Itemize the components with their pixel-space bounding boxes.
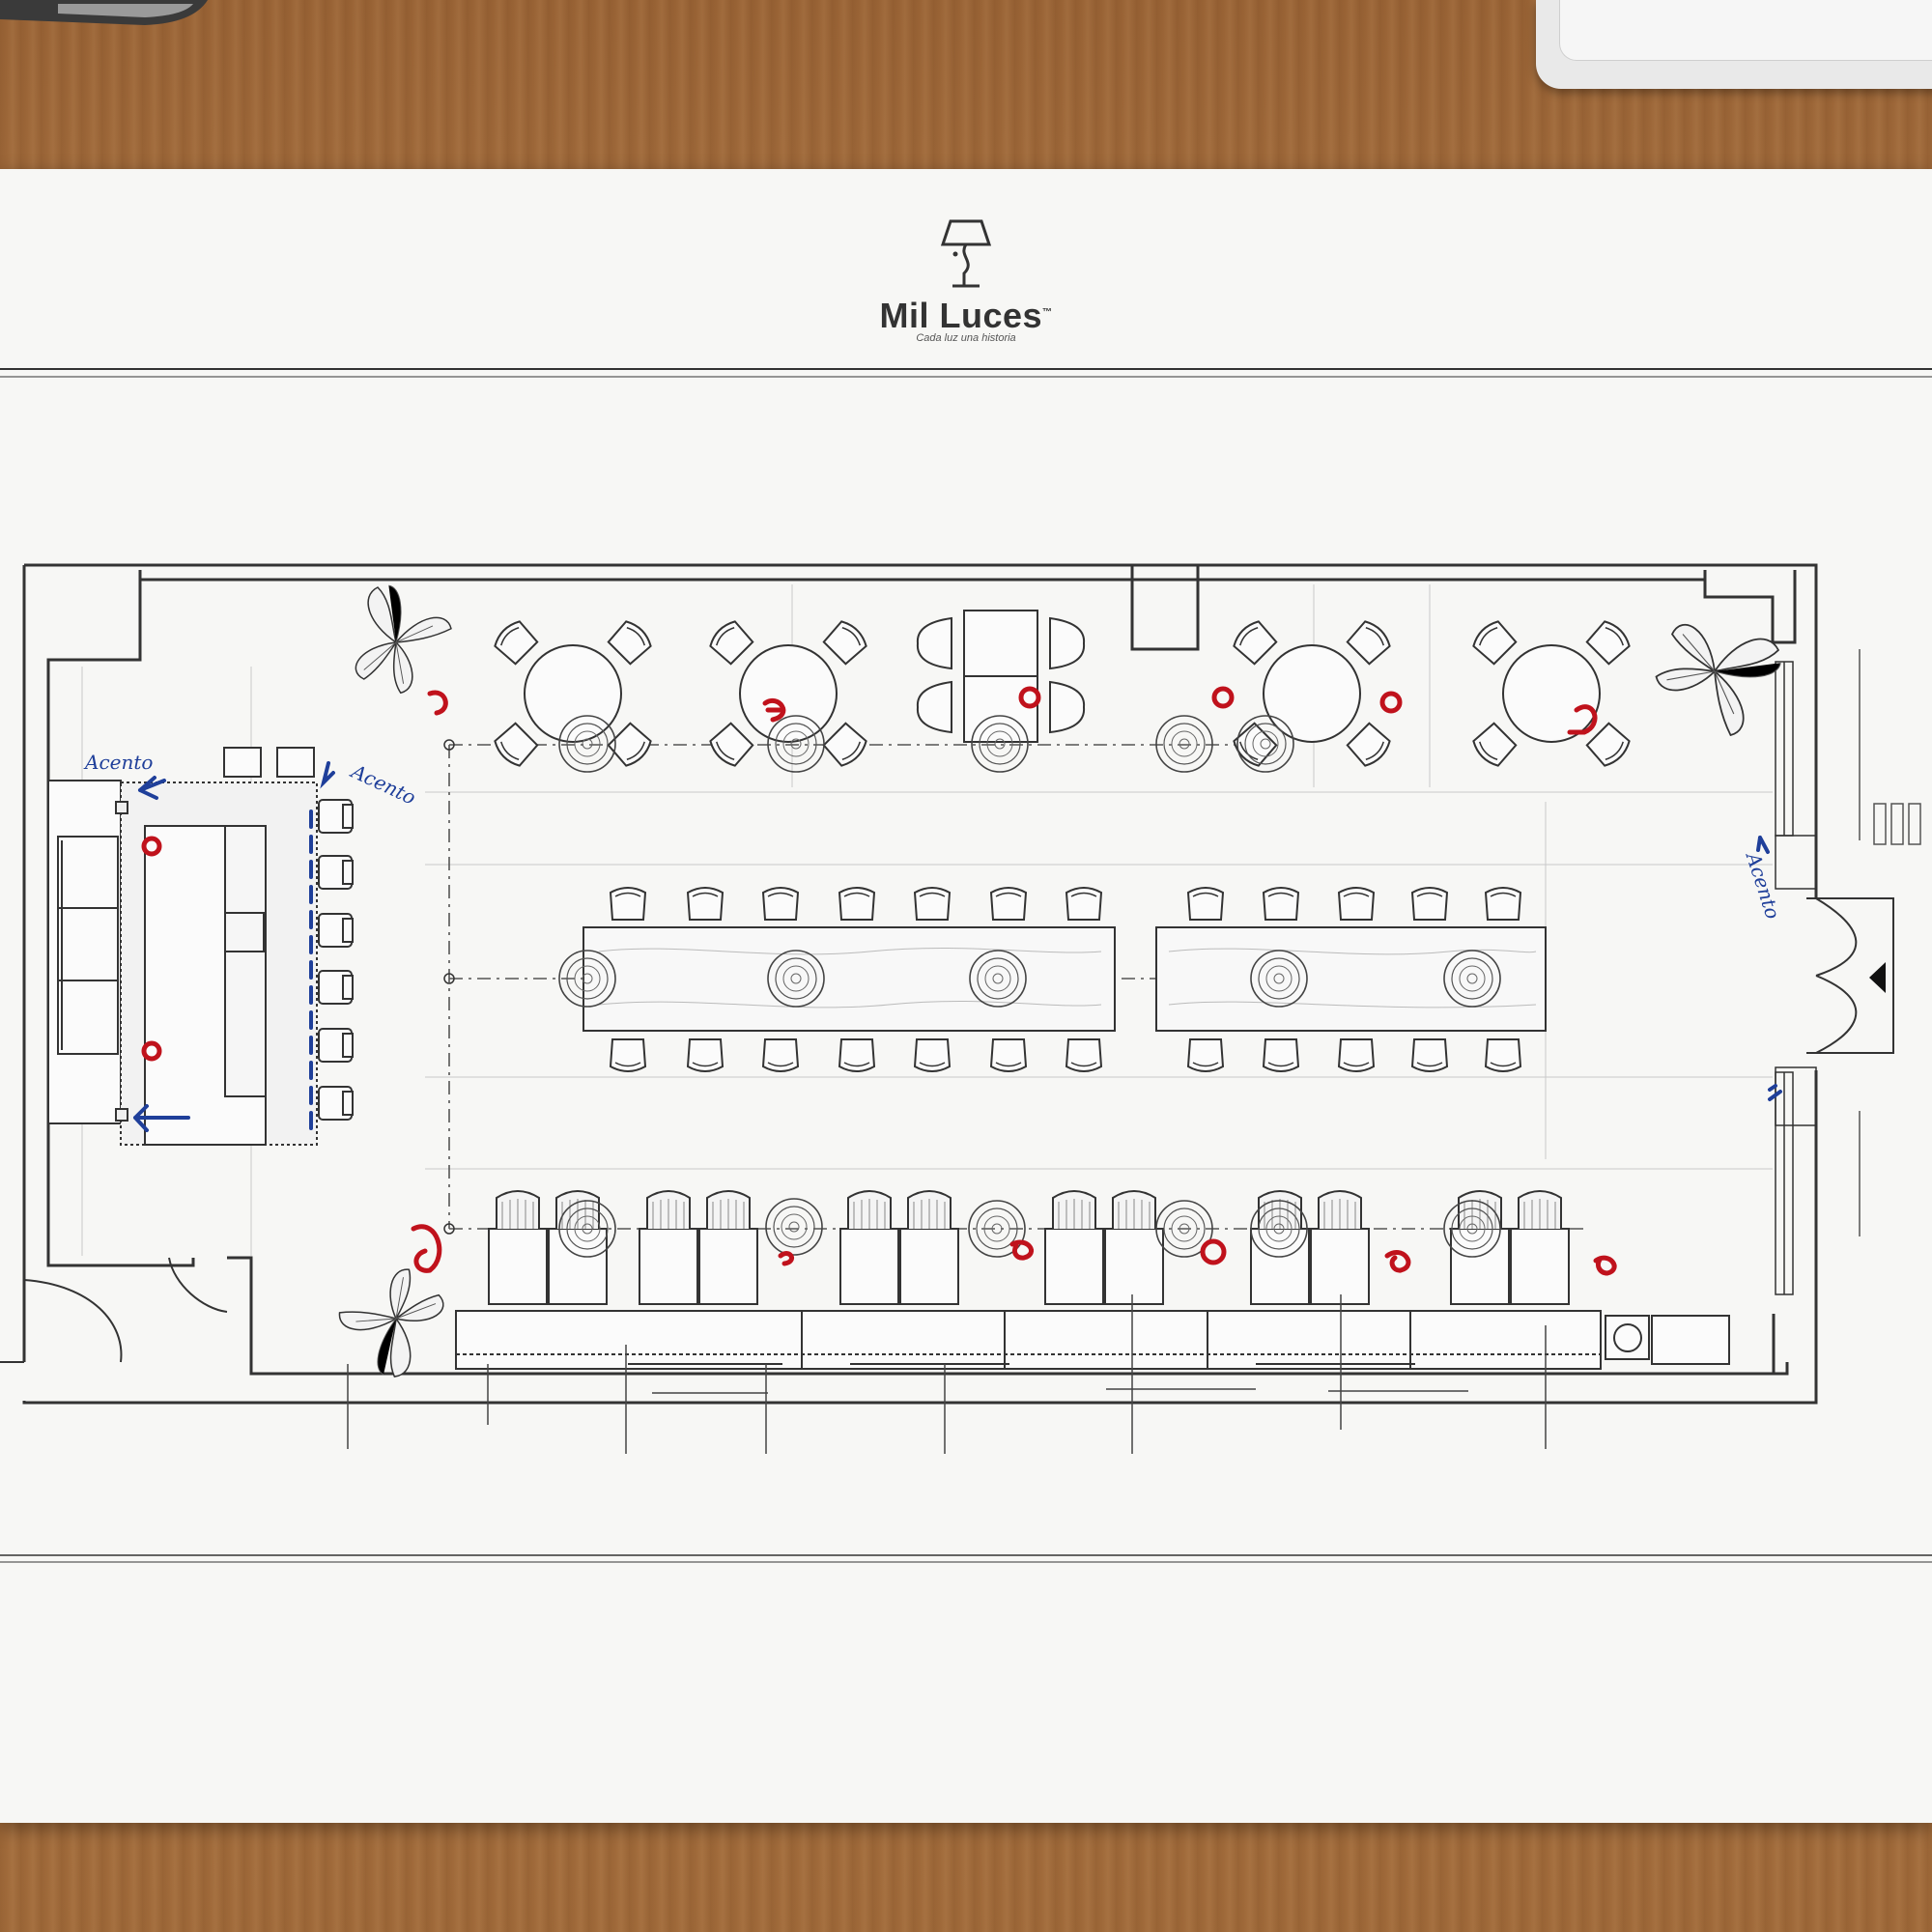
service-door xyxy=(0,1257,228,1363)
round-table-icon xyxy=(707,618,869,769)
banquette xyxy=(455,1310,1730,1370)
lamp-logo-icon xyxy=(940,219,992,288)
entrance-door xyxy=(1806,897,1894,1054)
blue-accent-markers xyxy=(133,761,1782,1132)
round-table-icon xyxy=(492,618,654,769)
brand-name: Mil Luces™ xyxy=(879,296,1053,335)
bar-counter xyxy=(47,747,318,1146)
plant-icon xyxy=(355,584,452,695)
round-table-icon xyxy=(1231,618,1393,769)
plant-icon xyxy=(1655,623,1782,736)
bar-stools xyxy=(318,799,354,1121)
accent-note-bar-left: Acento xyxy=(85,751,154,774)
brand-tagline: Cada luz una historia xyxy=(916,332,1016,344)
brand-block: Mil Luces™ Cada luz una historia xyxy=(850,217,1082,344)
plant-icon xyxy=(324,1251,452,1387)
round-table-icon xyxy=(1470,618,1633,769)
long-table-icon xyxy=(582,926,1547,1032)
square-table-icon xyxy=(916,610,1086,743)
tablet-device xyxy=(1536,0,1932,89)
entrance-arrow-icon xyxy=(1869,962,1886,993)
red-light-markers xyxy=(141,686,1617,1276)
pen-object xyxy=(0,0,208,25)
